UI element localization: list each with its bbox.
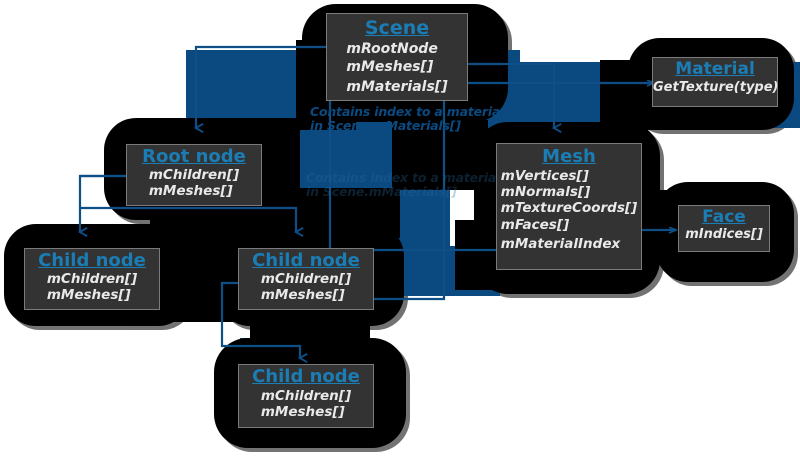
annotation-material-index-line1: Contains index to a material <box>310 104 505 119</box>
connector-rootnode-child2 <box>80 206 296 232</box>
node-child-node-1-title: Child node <box>38 250 146 271</box>
node-mesh[interactable]: Mesh mVertices[] mNormals[] mTextureCoor… <box>496 143 642 270</box>
node-mesh-field-mtexturecoords: mTextureCoords[] <box>500 199 638 216</box>
node-root-node-field-mchildren: mChildren[] <box>148 166 240 183</box>
node-face-field-mindices: mIndices[] <box>685 226 763 242</box>
node-scene-title: Scene <box>364 17 430 39</box>
node-child-node-2-field-mmeshes: mMeshes[] <box>260 286 345 303</box>
node-child-node-2-field-mchildren: mChildren[] <box>260 270 352 287</box>
node-material-field-gettexture: GetTexture(type) <box>653 79 779 95</box>
node-mesh-field-mfaces: mFaces[] <box>500 216 570 233</box>
node-child-node-3[interactable]: Child node mChildren[] mMeshes[] <box>238 364 374 428</box>
node-child-node-1[interactable]: Child node mChildren[] mMeshes[] <box>24 248 160 310</box>
node-material-title: Material <box>675 59 755 79</box>
annotation-material-index-ghost: Contains index to a material in Scene.mM… <box>306 170 501 199</box>
node-material[interactable]: Material GetTexture(type) <box>652 57 779 107</box>
annotation-material-index-ghost-line1: Contains index to a material <box>306 170 501 185</box>
connector-child2-child3 <box>220 281 300 358</box>
node-face-title: Face <box>702 207 746 227</box>
node-scene-field-mrootnode: mRootNode <box>346 40 438 57</box>
node-mesh-field-mvertices: mVertices[] <box>500 167 589 184</box>
node-child-node-3-field-mchildren: mChildren[] <box>260 387 352 404</box>
node-child-node-3-field-mmeshes: mMeshes[] <box>260 403 345 420</box>
node-scene-field-mmaterials: mMaterials[] <box>346 78 448 95</box>
annotation-material-index: Contains index to a material in Scene.mM… <box>310 104 505 133</box>
node-mesh-field-mmaterialindex: mMaterialIndex <box>500 235 621 252</box>
node-root-node-field-mmeshes: mMeshes[] <box>148 182 233 199</box>
node-face[interactable]: Face mIndices[] <box>678 205 770 252</box>
connector-scene-rootnode <box>196 45 336 128</box>
node-child-node-1-field-mchildren: mChildren[] <box>46 270 138 287</box>
node-child-node-3-title: Child node <box>252 366 360 387</box>
node-scene-field-mmeshes: mMeshes[] <box>346 59 434 76</box>
node-child-node-2[interactable]: Child node mChildren[] mMeshes[] <box>238 248 374 310</box>
node-root-node[interactable]: Root node mChildren[] mMeshes[] <box>126 144 262 206</box>
node-child-node-2-title: Child node <box>252 250 360 271</box>
node-scene[interactable]: Scene mRootNode mMeshes[] mMaterials[] <box>326 13 468 101</box>
annotation-material-index-ghost-line2: in Scene.mMaterials[] <box>306 183 457 199</box>
node-mesh-title: Mesh <box>542 146 596 167</box>
annotation-material-index-line2: in Scene.mMaterials[] <box>310 117 461 133</box>
node-child-node-1-field-mmeshes: mMeshes[] <box>46 286 131 303</box>
node-root-node-title: Root node <box>142 146 246 167</box>
node-mesh-field-mnormals: mNormals[] <box>500 183 591 200</box>
